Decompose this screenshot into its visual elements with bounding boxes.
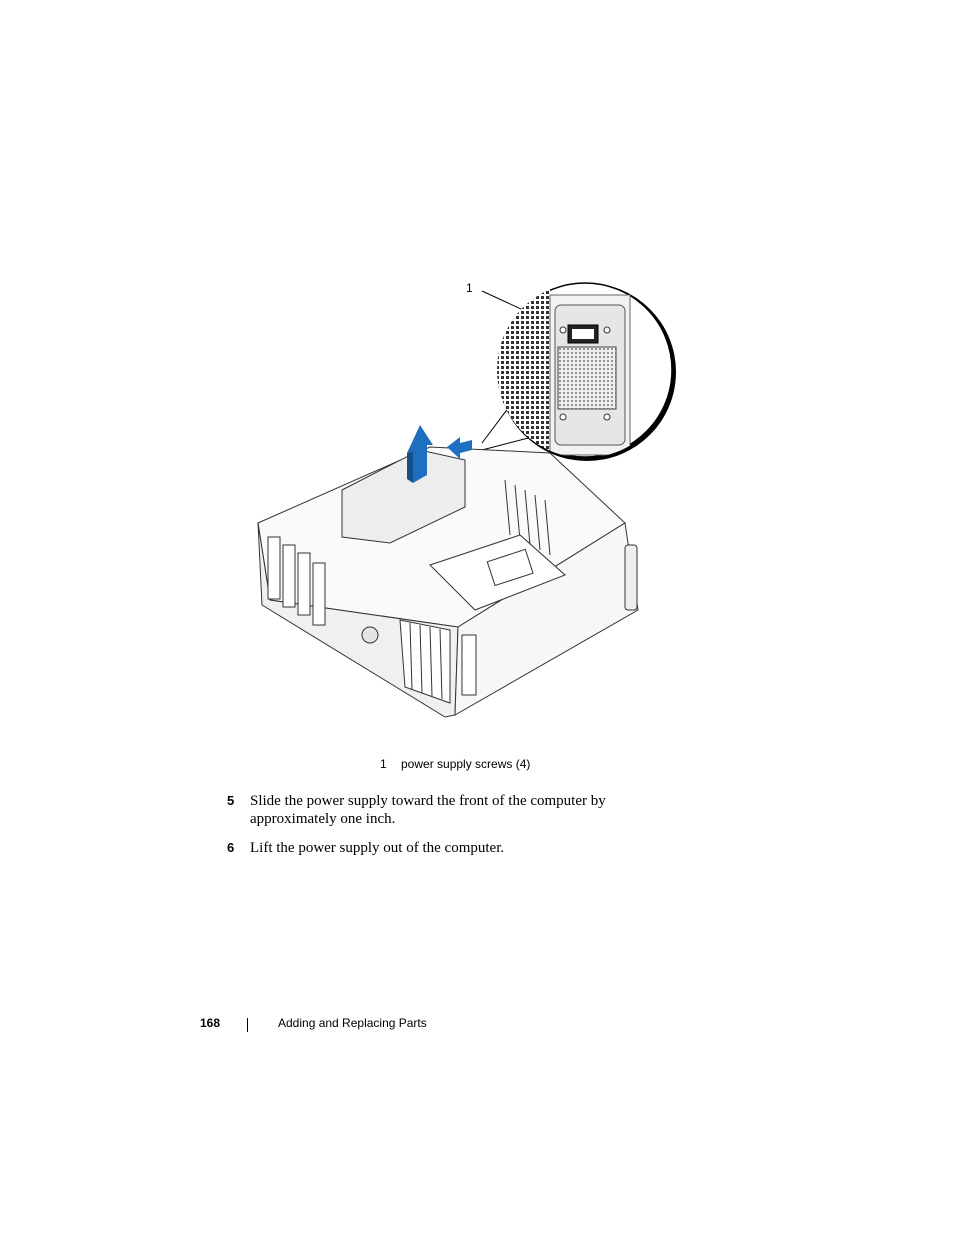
chapter-title: Adding and Replacing Parts: [278, 1016, 427, 1030]
computer-illustration: [250, 275, 680, 725]
power-supply-removal-diagram: [257, 282, 676, 718]
step-number: 6: [227, 840, 235, 855]
step-number: 5: [227, 793, 235, 808]
computer-chassis: [257, 446, 639, 718]
lift-arrow: [407, 425, 433, 483]
caption-text: power supply screws (4): [401, 757, 531, 771]
step-text: Lift the power supply out of the compute…: [250, 840, 505, 856]
figure-caption: 1 power supply screws (4): [380, 757, 530, 771]
zoom-detail: [497, 282, 676, 461]
callout-number: 1: [466, 281, 473, 295]
slide-arrow: [447, 437, 472, 459]
step-text: Slide the power supply toward the front …: [250, 793, 606, 827]
caption-number: 1: [380, 757, 387, 771]
page-number: 168: [200, 1016, 221, 1030]
footer-separator: [247, 1018, 248, 1032]
